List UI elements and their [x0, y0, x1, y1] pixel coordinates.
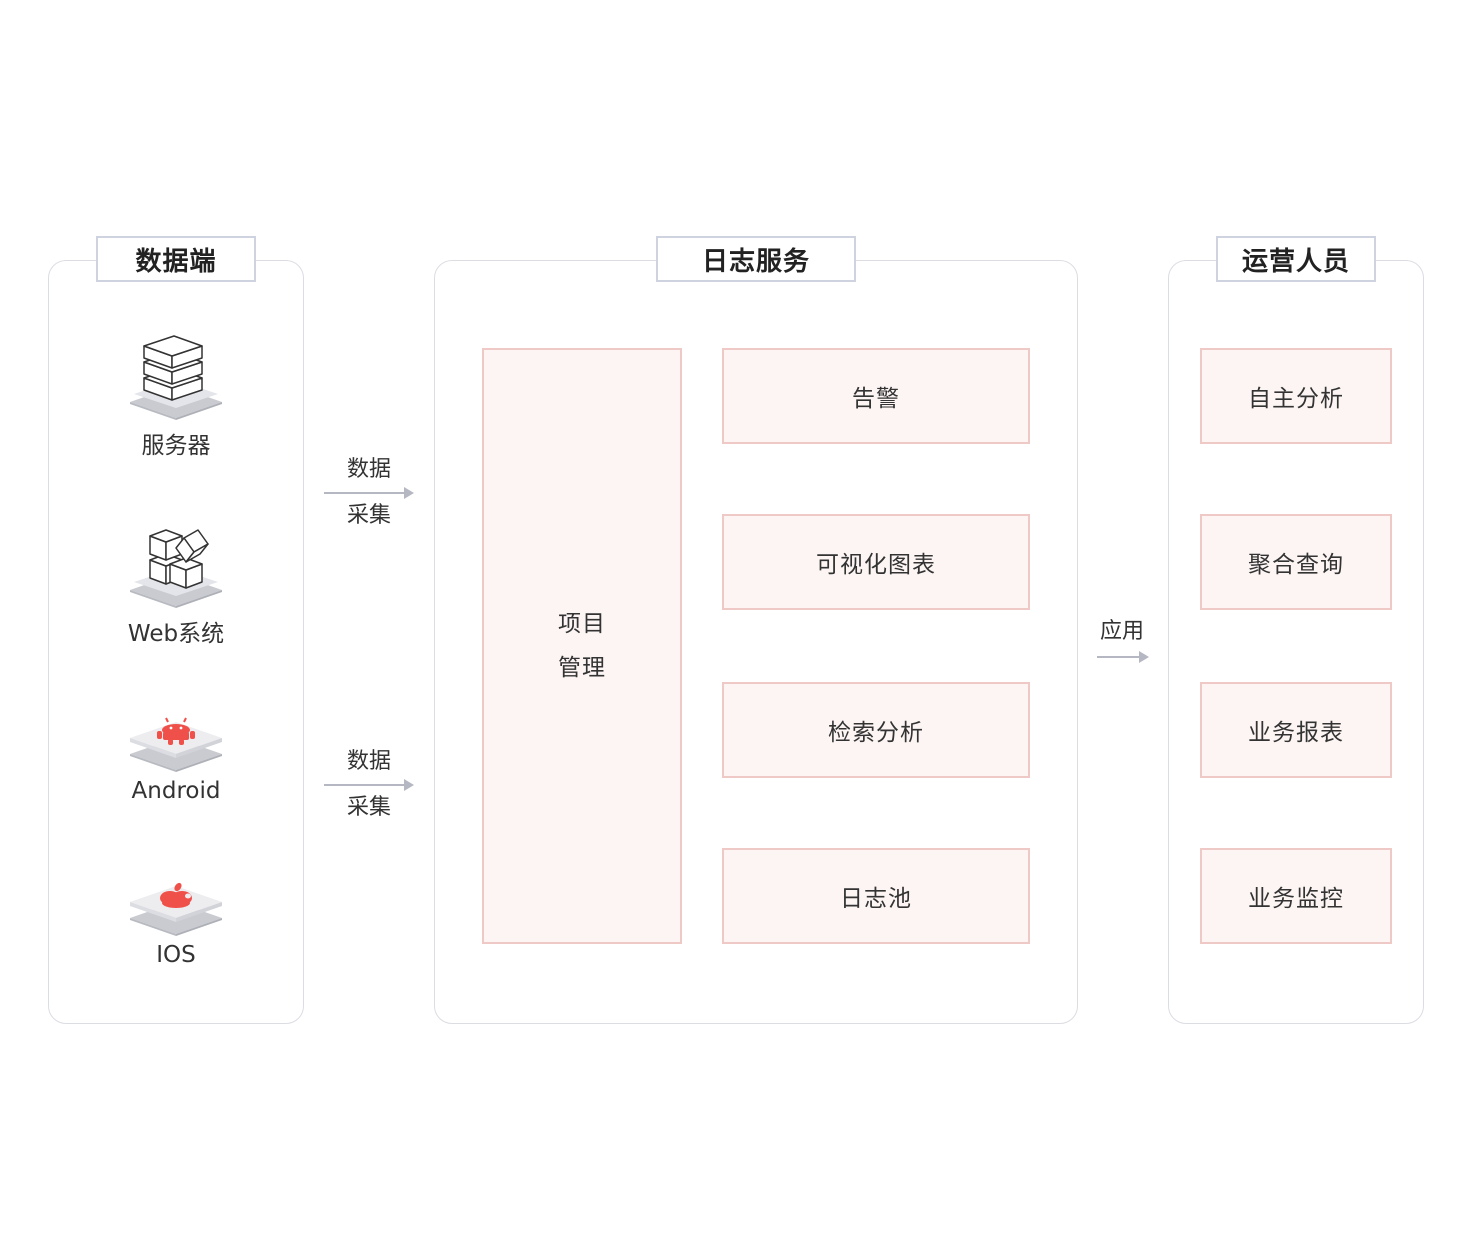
source-item-ios: IOS — [48, 872, 304, 968]
source-label-web: Web系统 — [127, 621, 225, 647]
source-label-server: 服务器 — [141, 433, 211, 459]
source-item-android: Android — [48, 708, 304, 804]
flow-apply: 应用 — [1094, 620, 1150, 666]
user-business-monitor: 业务监控 — [1200, 848, 1392, 944]
flow-collect-top: 数据 采集 — [324, 458, 414, 528]
user-business-report: 业务报表 — [1200, 682, 1392, 778]
project-management-line1: 项目 — [558, 611, 606, 637]
server-stack-icon — [130, 335, 222, 420]
operators-title: 运营人员 — [1216, 236, 1376, 282]
source-item-web: Web系统 — [48, 518, 304, 648]
source-item-server: 服务器 — [48, 328, 304, 460]
flow-apply-label: 应用 — [1099, 619, 1144, 644]
log-service-title: 日志服务 — [656, 236, 856, 282]
user-aggregate-query: 聚合查询 — [1200, 514, 1392, 610]
web-cubes-icon — [130, 529, 222, 608]
project-management-box: 项目 管理 — [482, 348, 682, 944]
module-search-analysis: 检索分析 — [722, 682, 1030, 778]
data-source-title: 数据端 — [96, 236, 256, 282]
flow-collect-bottom: 数据 采集 — [324, 750, 414, 820]
flow-collect-bottom-line1: 数据 — [346, 749, 391, 774]
flow-collect-bottom-line2: 采集 — [346, 795, 391, 820]
apple-icon — [130, 882, 222, 936]
module-alert: 告警 — [722, 348, 1030, 444]
project-management-line2: 管理 — [558, 655, 606, 681]
arrow-right-icon — [324, 487, 414, 499]
user-self-analysis: 自主分析 — [1200, 348, 1392, 444]
source-label-ios: IOS — [156, 942, 196, 968]
arrow-right-icon — [1097, 651, 1149, 663]
module-log-pool: 日志池 — [722, 848, 1030, 944]
android-icon — [130, 717, 222, 772]
module-visual-charts: 可视化图表 — [722, 514, 1030, 610]
flow-collect-top-line1: 数据 — [346, 457, 391, 482]
flow-collect-top-line2: 采集 — [346, 503, 391, 528]
arrow-right-icon — [324, 779, 414, 791]
source-label-android: Android — [131, 778, 221, 804]
